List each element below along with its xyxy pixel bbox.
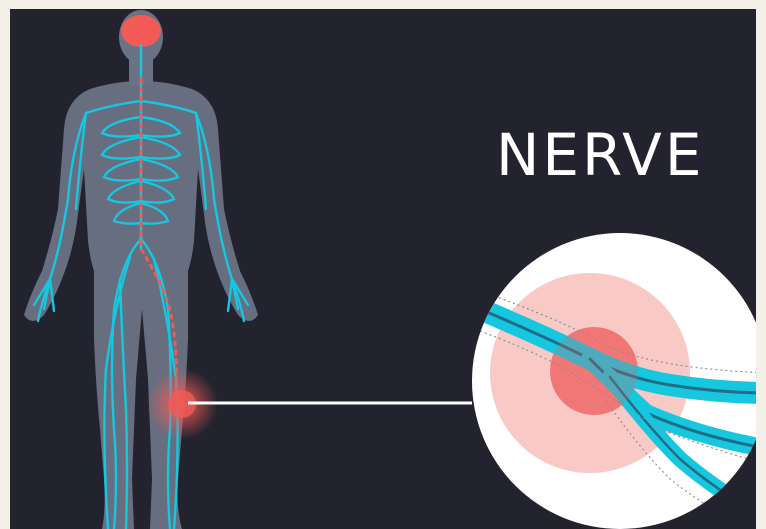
illustration-frame: NERVE bbox=[10, 9, 756, 529]
page-title: NERVE bbox=[496, 121, 704, 189]
magnifier-lens bbox=[472, 233, 756, 529]
nervous-system-illustration bbox=[10, 9, 756, 529]
brain-icon bbox=[121, 15, 161, 47]
